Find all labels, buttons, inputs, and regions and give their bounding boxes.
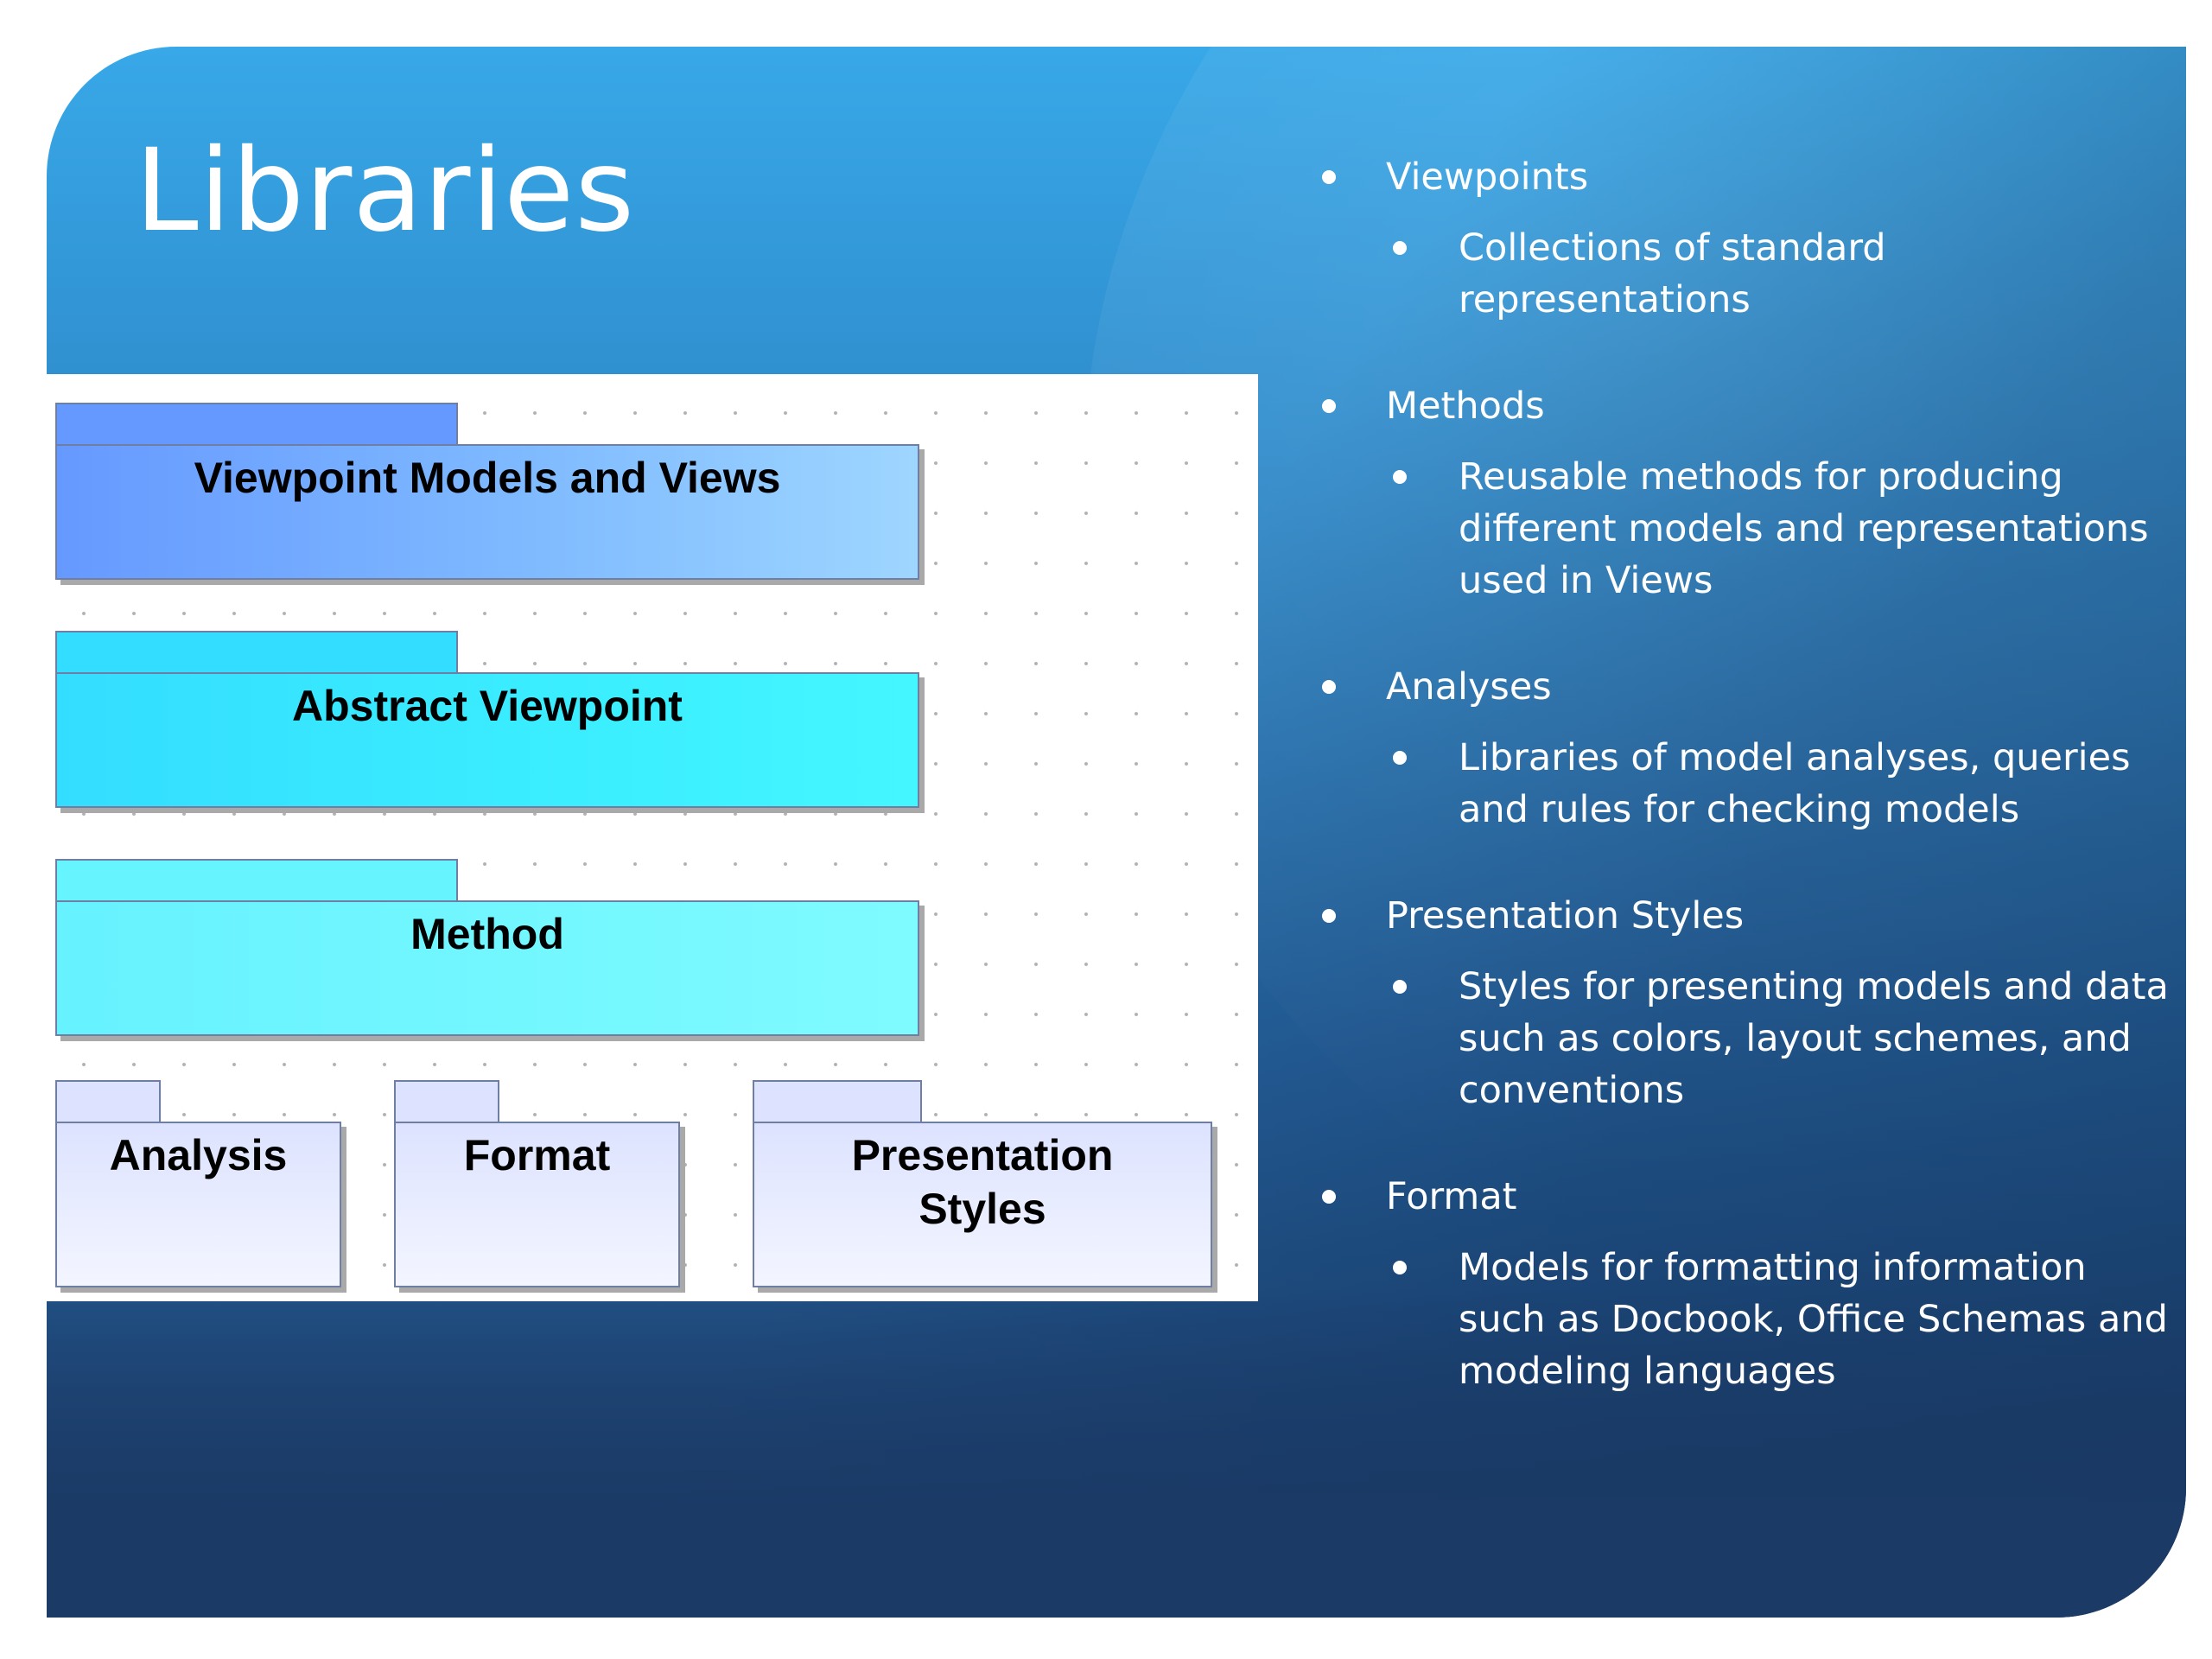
package-tab: [55, 1080, 161, 1122]
package-diagram: Viewpoint Models and Views Abstract View…: [47, 374, 1258, 1301]
bullet-list: Viewpoints Collections of standard repre…: [1313, 151, 2177, 1452]
bullet-dot-icon: [1322, 909, 1336, 923]
bullet-detail-text: Reusable methods for producing different…: [1459, 455, 2149, 602]
bullet-detail-text: Models for formatting information such a…: [1459, 1246, 2168, 1393]
package-viewpoint-models-and-views: Viewpoint Models and Views: [55, 403, 919, 580]
bullet-detail-text: Collections of standard representations: [1459, 226, 1886, 321]
bullet-group-methods: Methods Reusable methods for producing d…: [1313, 380, 2177, 607]
slide-title: Libraries: [135, 124, 636, 257]
bullet-detail: Collections of standard representations: [1313, 222, 2177, 326]
package-method: Method: [55, 859, 919, 1036]
package-body: Presentation Styles: [753, 1122, 1212, 1287]
package-body: Viewpoint Models and Views: [55, 444, 919, 580]
package-analysis: Analysis: [55, 1080, 341, 1287]
package-format: Format: [394, 1080, 680, 1287]
package-body: Abstract Viewpoint: [55, 672, 919, 808]
bullet-heading-text: Analyses: [1386, 665, 1552, 709]
bullet-heading: Methods: [1313, 380, 2177, 432]
package-body: Method: [55, 900, 919, 1036]
bullet-heading-text: Methods: [1386, 385, 1545, 428]
package-abstract-viewpoint: Abstract Viewpoint: [55, 631, 919, 808]
bullet-heading: Analyses: [1313, 661, 2177, 713]
bullet-detail: Libraries of model analyses, queries and…: [1313, 732, 2177, 836]
bullet-detail: Styles for presenting models and data su…: [1313, 961, 2177, 1116]
package-tab: [753, 1080, 922, 1122]
package-tab: [55, 859, 458, 900]
bullet-dot-icon: [1322, 1190, 1336, 1204]
bullet-dot-icon: [1393, 470, 1407, 484]
package-label: Presentation Styles: [851, 1131, 1114, 1233]
bullet-dot-icon: [1322, 680, 1336, 694]
bullet-detail: Models for formatting information such a…: [1313, 1242, 2177, 1397]
bullet-dot-icon: [1393, 1261, 1407, 1274]
package-presentation-styles: Presentation Styles: [753, 1080, 1212, 1287]
bullet-heading: Format: [1313, 1171, 2177, 1223]
bullet-group-analyses: Analyses Libraries of model analyses, qu…: [1313, 661, 2177, 836]
bullet-group-format: Format Models for formatting information…: [1313, 1171, 2177, 1397]
bullet-group-presentation-styles: Presentation Styles Styles for presentin…: [1313, 890, 2177, 1116]
bullet-detail: Reusable methods for producing different…: [1313, 451, 2177, 607]
package-tab: [55, 631, 458, 672]
bullet-detail-text: Libraries of model analyses, queries and…: [1459, 736, 2131, 831]
bullet-dot-icon: [1393, 241, 1407, 255]
bullet-dot-icon: [1393, 980, 1407, 994]
bullet-dot-icon: [1322, 170, 1336, 184]
bullet-heading-text: Format: [1386, 1175, 1517, 1218]
bullet-heading: Presentation Styles: [1313, 890, 2177, 942]
package-tab: [55, 403, 458, 444]
package-label: Analysis: [109, 1131, 288, 1179]
package-label: Abstract Viewpoint: [292, 682, 683, 730]
package-tab: [394, 1080, 499, 1122]
package-label: Format: [463, 1131, 611, 1179]
bullet-heading: Viewpoints: [1313, 151, 2177, 203]
bullet-dot-icon: [1393, 751, 1407, 765]
package-body: Analysis: [55, 1122, 341, 1287]
package-body: Format: [394, 1122, 680, 1287]
package-label: Method: [410, 910, 564, 958]
bullet-heading-text: Presentation Styles: [1386, 894, 1745, 938]
bullet-group-viewpoints: Viewpoints Collections of standard repre…: [1313, 151, 2177, 326]
package-label: Viewpoint Models and Views: [194, 454, 781, 502]
bullet-dot-icon: [1322, 399, 1336, 413]
bullet-detail-text: Styles for presenting models and data su…: [1459, 965, 2169, 1112]
bullet-heading-text: Viewpoints: [1386, 156, 1589, 199]
